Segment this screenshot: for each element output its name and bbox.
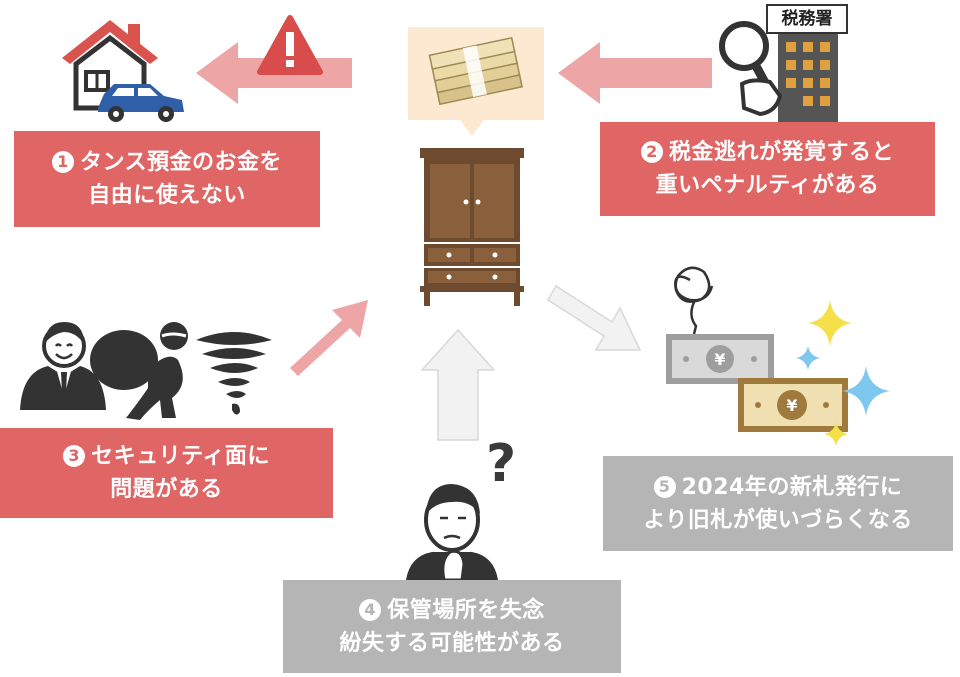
thief-icon [90,322,188,420]
warning-icon [257,15,323,75]
businessman-icon [20,322,106,410]
reason-text-line: セキュリティ面に [91,444,270,469]
number-badge: 1 [51,151,74,173]
money-stack-icon [408,27,544,136]
number-badge: 3 [63,445,86,467]
old-banknote-icon: ¥ [666,334,774,384]
reason-text-line: 2024年の新札発行に [681,474,903,500]
confused-man-icon [406,484,498,582]
number-badge: 4 [359,598,382,621]
reason-text-line: 保管場所を失念 [387,597,545,623]
wardrobe-icon [420,148,524,306]
tornado-icon [196,332,272,415]
reason-text-line: 紛失する可能性がある [339,630,565,656]
question-mark: ? [486,434,517,494]
new-banknote-icon: ¥ [738,378,848,432]
car-icon [98,84,184,122]
number-badge: 5 [653,475,676,498]
svg-text:¥: ¥ [786,396,797,415]
arrow-from-tax-office [558,42,712,104]
arrow-to-wardrobe [290,300,368,376]
tax-office-label: 税務署 [766,4,848,34]
tax-office-building-icon [778,32,838,122]
number-badge: 2 [640,141,663,163]
svg-text:¥: ¥ [714,350,725,369]
reason-text-line: 問題がある [110,477,223,502]
reason-text-line: タンス預金のお金を [79,150,283,175]
reason-text-line: より旧札が使いづらくなる [643,507,913,533]
arrow-up-from-person [420,328,496,441]
scribble-icon [674,266,714,335]
arrow-to-banknotes [546,284,642,351]
reason-text-line: 重いペナルティがある [655,173,880,198]
reason-text-line: 税金逃れが発覚すると [668,140,894,165]
sparkle-icon [796,300,890,446]
magnifier-icon [719,21,783,117]
reason-text-line: 自由に使えない [88,183,246,208]
